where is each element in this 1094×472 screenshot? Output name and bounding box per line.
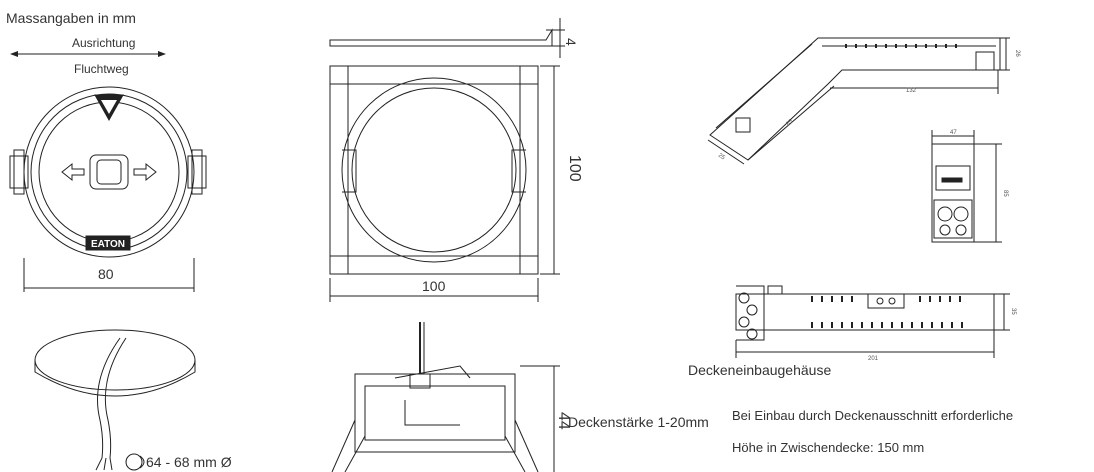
brand-plate	[85, 235, 131, 251]
installation-note-line1: Bei Einbau durch Deckenausschnitt erford…	[732, 408, 1014, 423]
housing-side-view	[735, 285, 1010, 358]
dim-132-label: 132	[906, 88, 917, 94]
dimensions-note: Massangaben in mm	[6, 10, 136, 26]
dim-85b-label: 85	[1002, 190, 1008, 197]
orientation-label: Ausrichtung	[72, 36, 136, 50]
mounting-clip-right	[187, 155, 207, 189]
ceiling-thickness-label: Deckenstärke 1-20mm	[568, 414, 709, 430]
arrow-right	[133, 162, 157, 182]
ceiling-cutout-sketch	[34, 329, 196, 471]
dim-35-label: 35	[1010, 308, 1016, 315]
cutout-diameter-label: 64 - 68 mm Ø	[146, 454, 232, 470]
dim-100-vertical-label: 100	[566, 155, 583, 182]
dim-44-label: 44	[555, 412, 572, 430]
installation-side-view	[331, 322, 560, 472]
dim-100-horizontal-label: 100	[422, 278, 446, 294]
brand-text: EATON	[91, 239, 125, 250]
dim-47-label: 47	[950, 130, 957, 136]
arrow-left	[61, 162, 85, 182]
recessed-housing-label: Deckeneinbaugehäuse	[688, 362, 832, 378]
dim-85a-label: 85	[785, 118, 794, 127]
installation-note-line2: Höhe in Zwischendecke: 150 mm	[732, 440, 925, 455]
square-cover-front	[329, 65, 560, 302]
dim-line-25	[707, 139, 745, 165]
outer-ring	[23, 86, 195, 258]
dim-line-85a	[747, 85, 835, 161]
dim-25-label: 25	[717, 153, 726, 162]
escape-route-label: Fluchtweg	[74, 62, 129, 76]
drill-symbol	[125, 453, 143, 471]
dim-4-label: 4	[563, 38, 579, 46]
housing-angled-view	[707, 37, 1010, 165]
luminaire-front-view	[9, 51, 207, 292]
cable	[97, 337, 121, 459]
cover-opening	[341, 77, 527, 263]
dim-80-label: 80	[98, 266, 114, 282]
dim-201-label: 201	[868, 356, 879, 362]
housing-end-view	[931, 130, 1002, 243]
dim-26-label: 26	[1014, 50, 1020, 57]
center-lens	[89, 154, 129, 190]
cover-side-view	[329, 18, 565, 58]
mounting-clip-left	[9, 155, 29, 189]
